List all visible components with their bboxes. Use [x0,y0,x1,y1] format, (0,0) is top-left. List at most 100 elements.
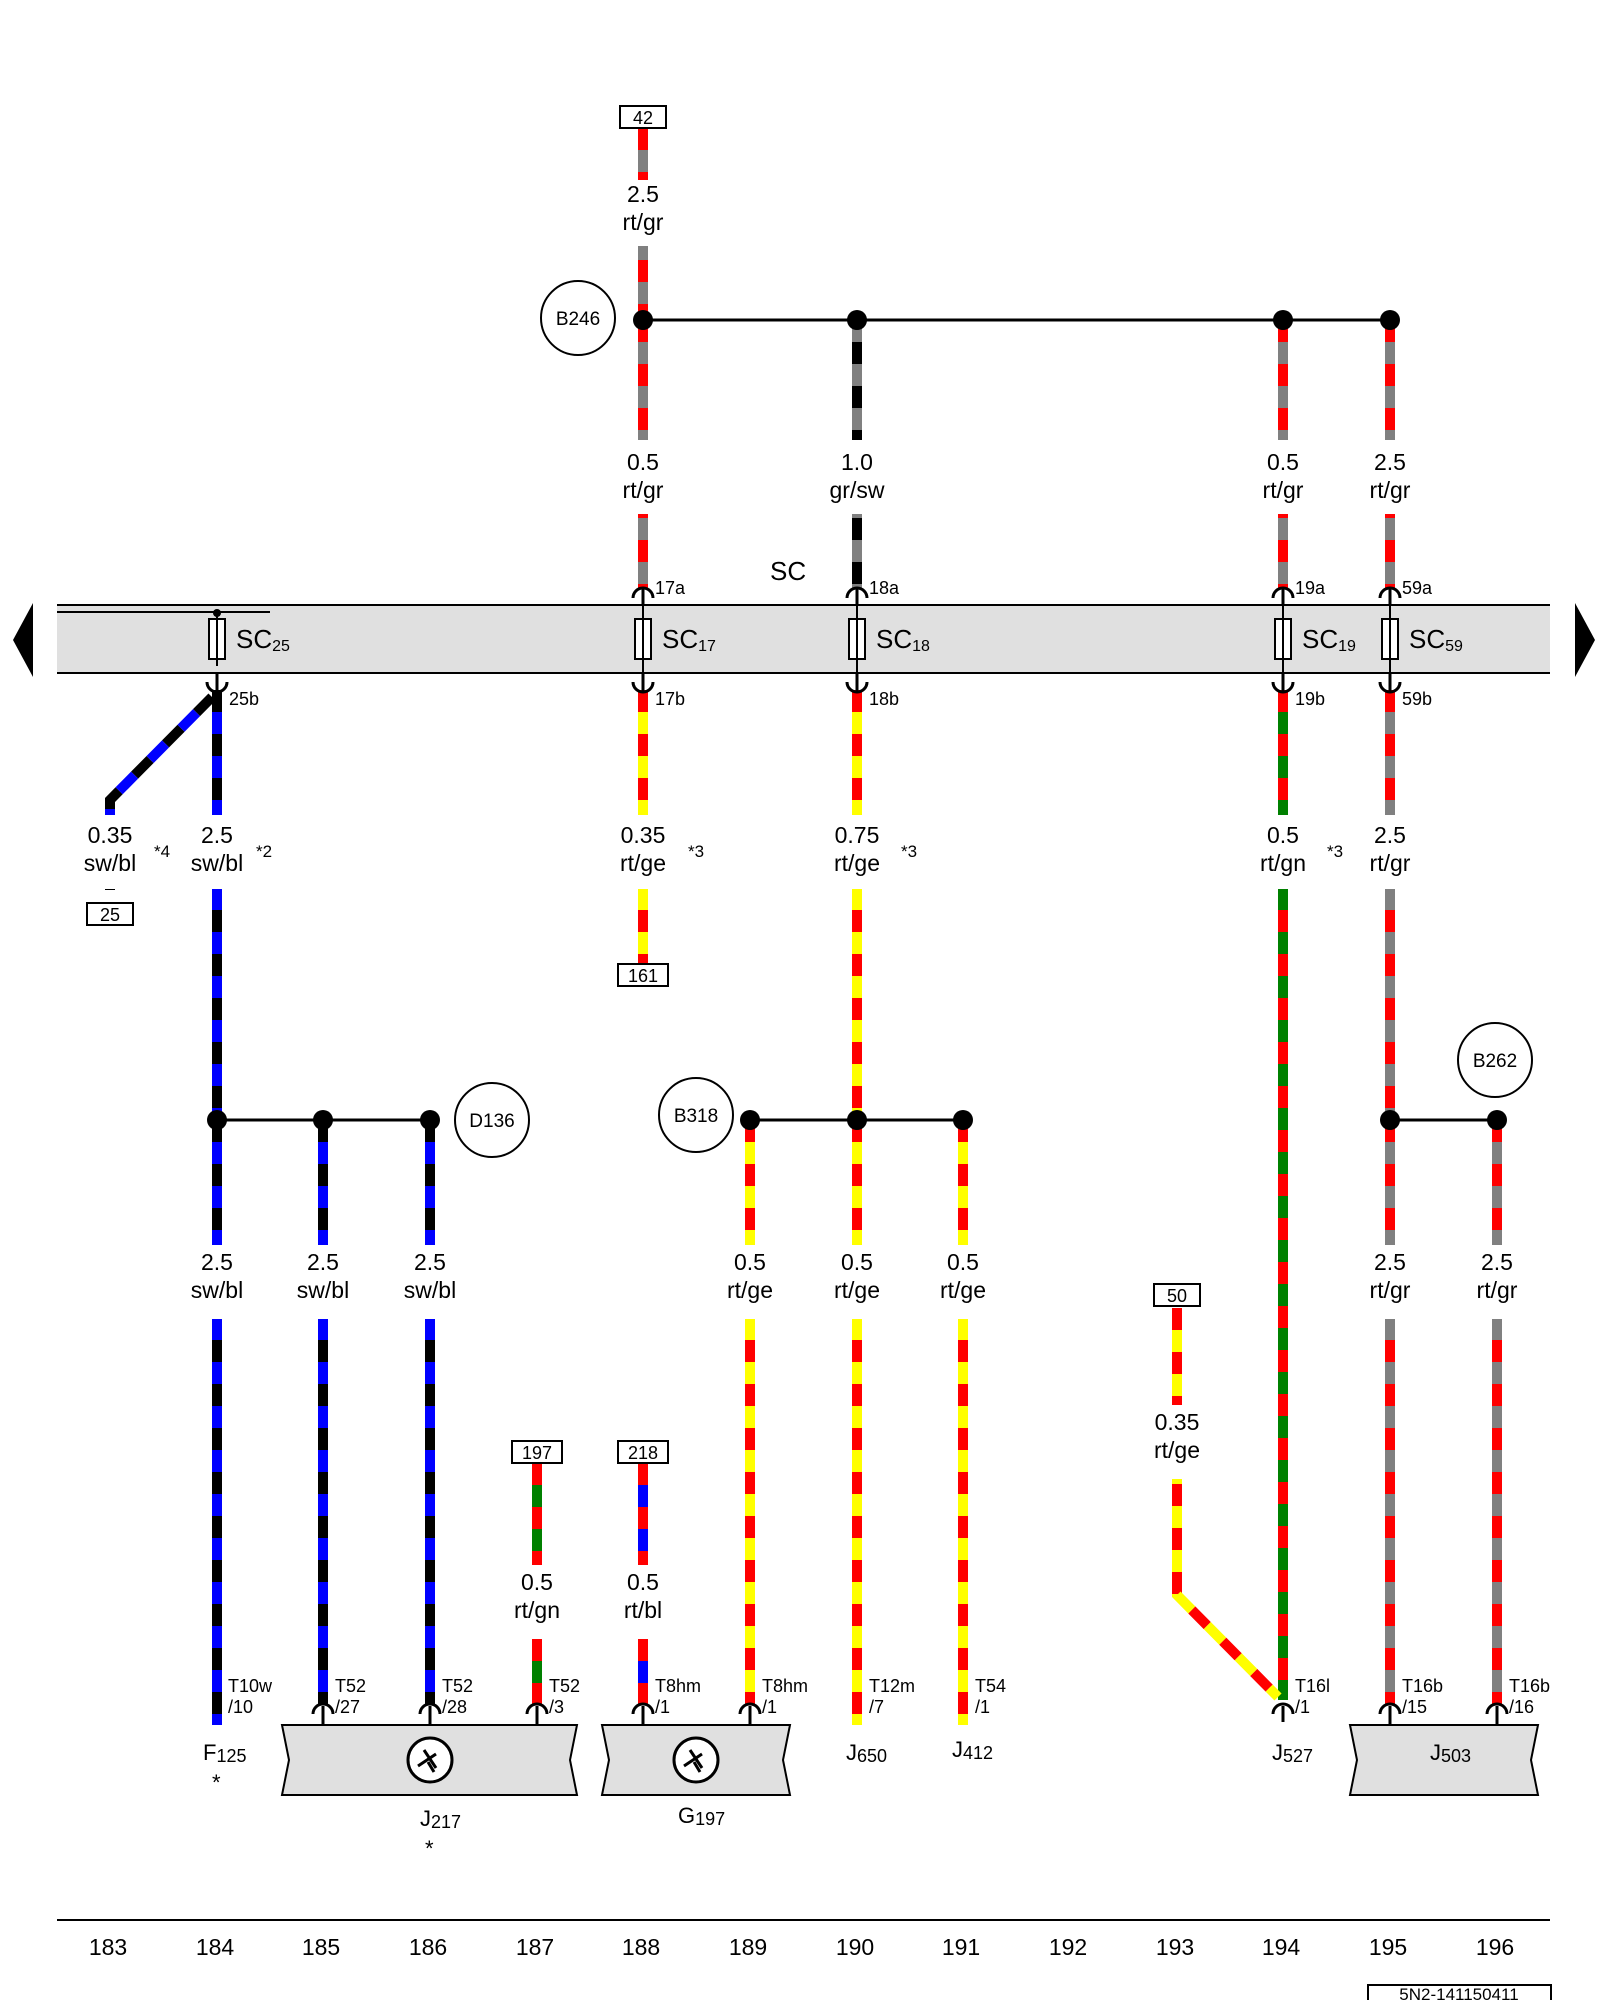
ref-label: 218 [628,1443,658,1463]
wire-50-j527 [1172,1308,1282,1701]
component-bodies [280,1724,1540,1796]
ref-161[interactable]: 161 [617,963,669,987]
ref-label: 25 [100,905,120,925]
pin-label: 19b [1295,689,1325,709]
component-j650-label[interactable]: J650 [846,1740,887,1766]
wire-size: 2.5 [627,181,659,207]
ref-label: 42 [633,108,653,128]
ground-circle [1457,1022,1533,1098]
ground-b318[interactable]: B318 [658,1077,734,1153]
junction-dot [847,310,867,330]
component-j217-label[interactable]: J217 [420,1806,461,1832]
wire-size: 1.0 [841,449,873,475]
fuse-label: SC59 [1409,624,1463,655]
ref-box [1153,1283,1201,1307]
connector-pin: /3 [549,1697,564,1717]
fuse-sc59[interactable]: SC59 [1381,605,1463,673]
connector-pin: /15 [1402,1697,1427,1717]
component-g197-label[interactable]: G197 [678,1803,725,1829]
wire-color: rt/gn [514,1597,560,1623]
component-j527-label[interactable]: J527 [1272,1740,1313,1766]
ground-circle [540,280,616,356]
component-j503-label[interactable]: J503 [1430,1740,1471,1766]
fuse-sc19[interactable]: SC19 [1274,605,1356,673]
column-number: 184 [196,1934,235,1960]
mask [814,1245,900,1319]
connector-pin: /28 [442,1697,467,1717]
panel-pin-labels: 17a 18a 19a 59a 25b 17b 18b 19b 59b [229,578,1433,709]
junction-dot [207,1110,227,1130]
figure-id: 5N2-141150411 [1399,1985,1518,2000]
column-number: 190 [836,1934,874,1960]
ground-b246[interactable]: B246 [540,280,616,356]
ground-label: B318 [674,1106,718,1127]
ref-50[interactable]: 50 [1153,1283,1201,1307]
wire-size: 2.5 [1374,822,1406,848]
ref-label: 50 [1167,1286,1187,1306]
wire-size: 2.5 [1374,1249,1406,1275]
pin-label: 17b [655,689,685,709]
ground-b262[interactable]: B262 [1457,1022,1533,1098]
connector-pin: /16 [1509,1697,1534,1717]
fuse-sc25[interactable]: SC25 [208,612,290,666]
connector-id: T52 [442,1676,473,1696]
footnote-marker: *3 [1327,842,1343,861]
wire-size: 0.75 [835,822,880,848]
pin-label: 18b [869,689,899,709]
component-labels: F125 * J217 * G197 J650 J412 J527 J503 [203,1737,1471,1861]
column-number: 194 [1262,1934,1301,1960]
motor-arrow [683,1749,704,1773]
wire-size: 2.5 [201,822,233,848]
ref-197[interactable]: 197 [511,1440,563,1464]
wire-color: rt/gr [1370,477,1411,503]
label-masks [70,180,1540,1639]
junction-dot [1273,310,1293,330]
connector-pin: /10 [228,1697,253,1717]
mask [814,815,900,889]
pin-label: 17a [655,578,686,598]
wire-size: 2.5 [201,1249,233,1275]
footnote-marker: *4 [154,842,170,861]
wire-color: rt/ge [834,850,880,876]
mask [600,180,686,246]
component-j412-label[interactable]: J412 [952,1737,993,1763]
mask [70,815,156,889]
mask [494,1565,580,1639]
connector-labels: T10w /10 T52 /27 T52 /28 T52 /3 T8hm /1 … [228,1676,1550,1717]
ground-circle [454,1082,530,1158]
component-f125-label[interactable]: F125 [203,1740,247,1766]
column-number: 189 [729,1934,767,1960]
fuse-sc17[interactable]: SC17 [634,605,716,673]
component-j217-note: * [425,1836,434,1861]
ref-box [511,1440,563,1464]
mask [174,1245,260,1319]
component-j503-body[interactable] [1348,1724,1540,1796]
triangle-left-icon[interactable] [13,603,33,677]
wire-color: rt/gr [1263,477,1304,503]
ref-42[interactable]: 42 [619,105,667,129]
wire-size: 0.35 [1155,1409,1200,1435]
ref-25[interactable]: 25 [86,902,134,926]
triangle-right-icon[interactable] [1575,603,1595,677]
terminal-arc [311,1702,335,1715]
figure-id-box: 5N2-141150411 [1367,1984,1552,2000]
column-number: 188 [622,1934,660,1960]
connector-id: T16l [1295,1676,1330,1696]
wire-size: 2.5 [1374,449,1406,475]
pin-label: 18a [869,578,900,598]
ref-218[interactable]: 218 [617,1440,669,1464]
junction-dot [313,1110,333,1130]
wire-color: rt/gr [623,477,664,503]
fuse-sc18[interactable]: SC18 [848,605,930,673]
wire-size: 0.35 [88,822,133,848]
wire-size: 0.5 [627,449,659,475]
connector-pin: /7 [869,1697,884,1717]
mask [1454,1245,1540,1319]
ground-d136[interactable]: D136 [454,1082,530,1158]
mask [1347,440,1433,514]
wire-color: rt/gr [623,209,664,235]
terminal-arc [1378,1702,1402,1715]
connector-pin: /1 [762,1697,777,1717]
wire-group [105,128,1502,1725]
fuses: SC25 SC17 SC18 SC19 SC59 [208,605,1463,673]
